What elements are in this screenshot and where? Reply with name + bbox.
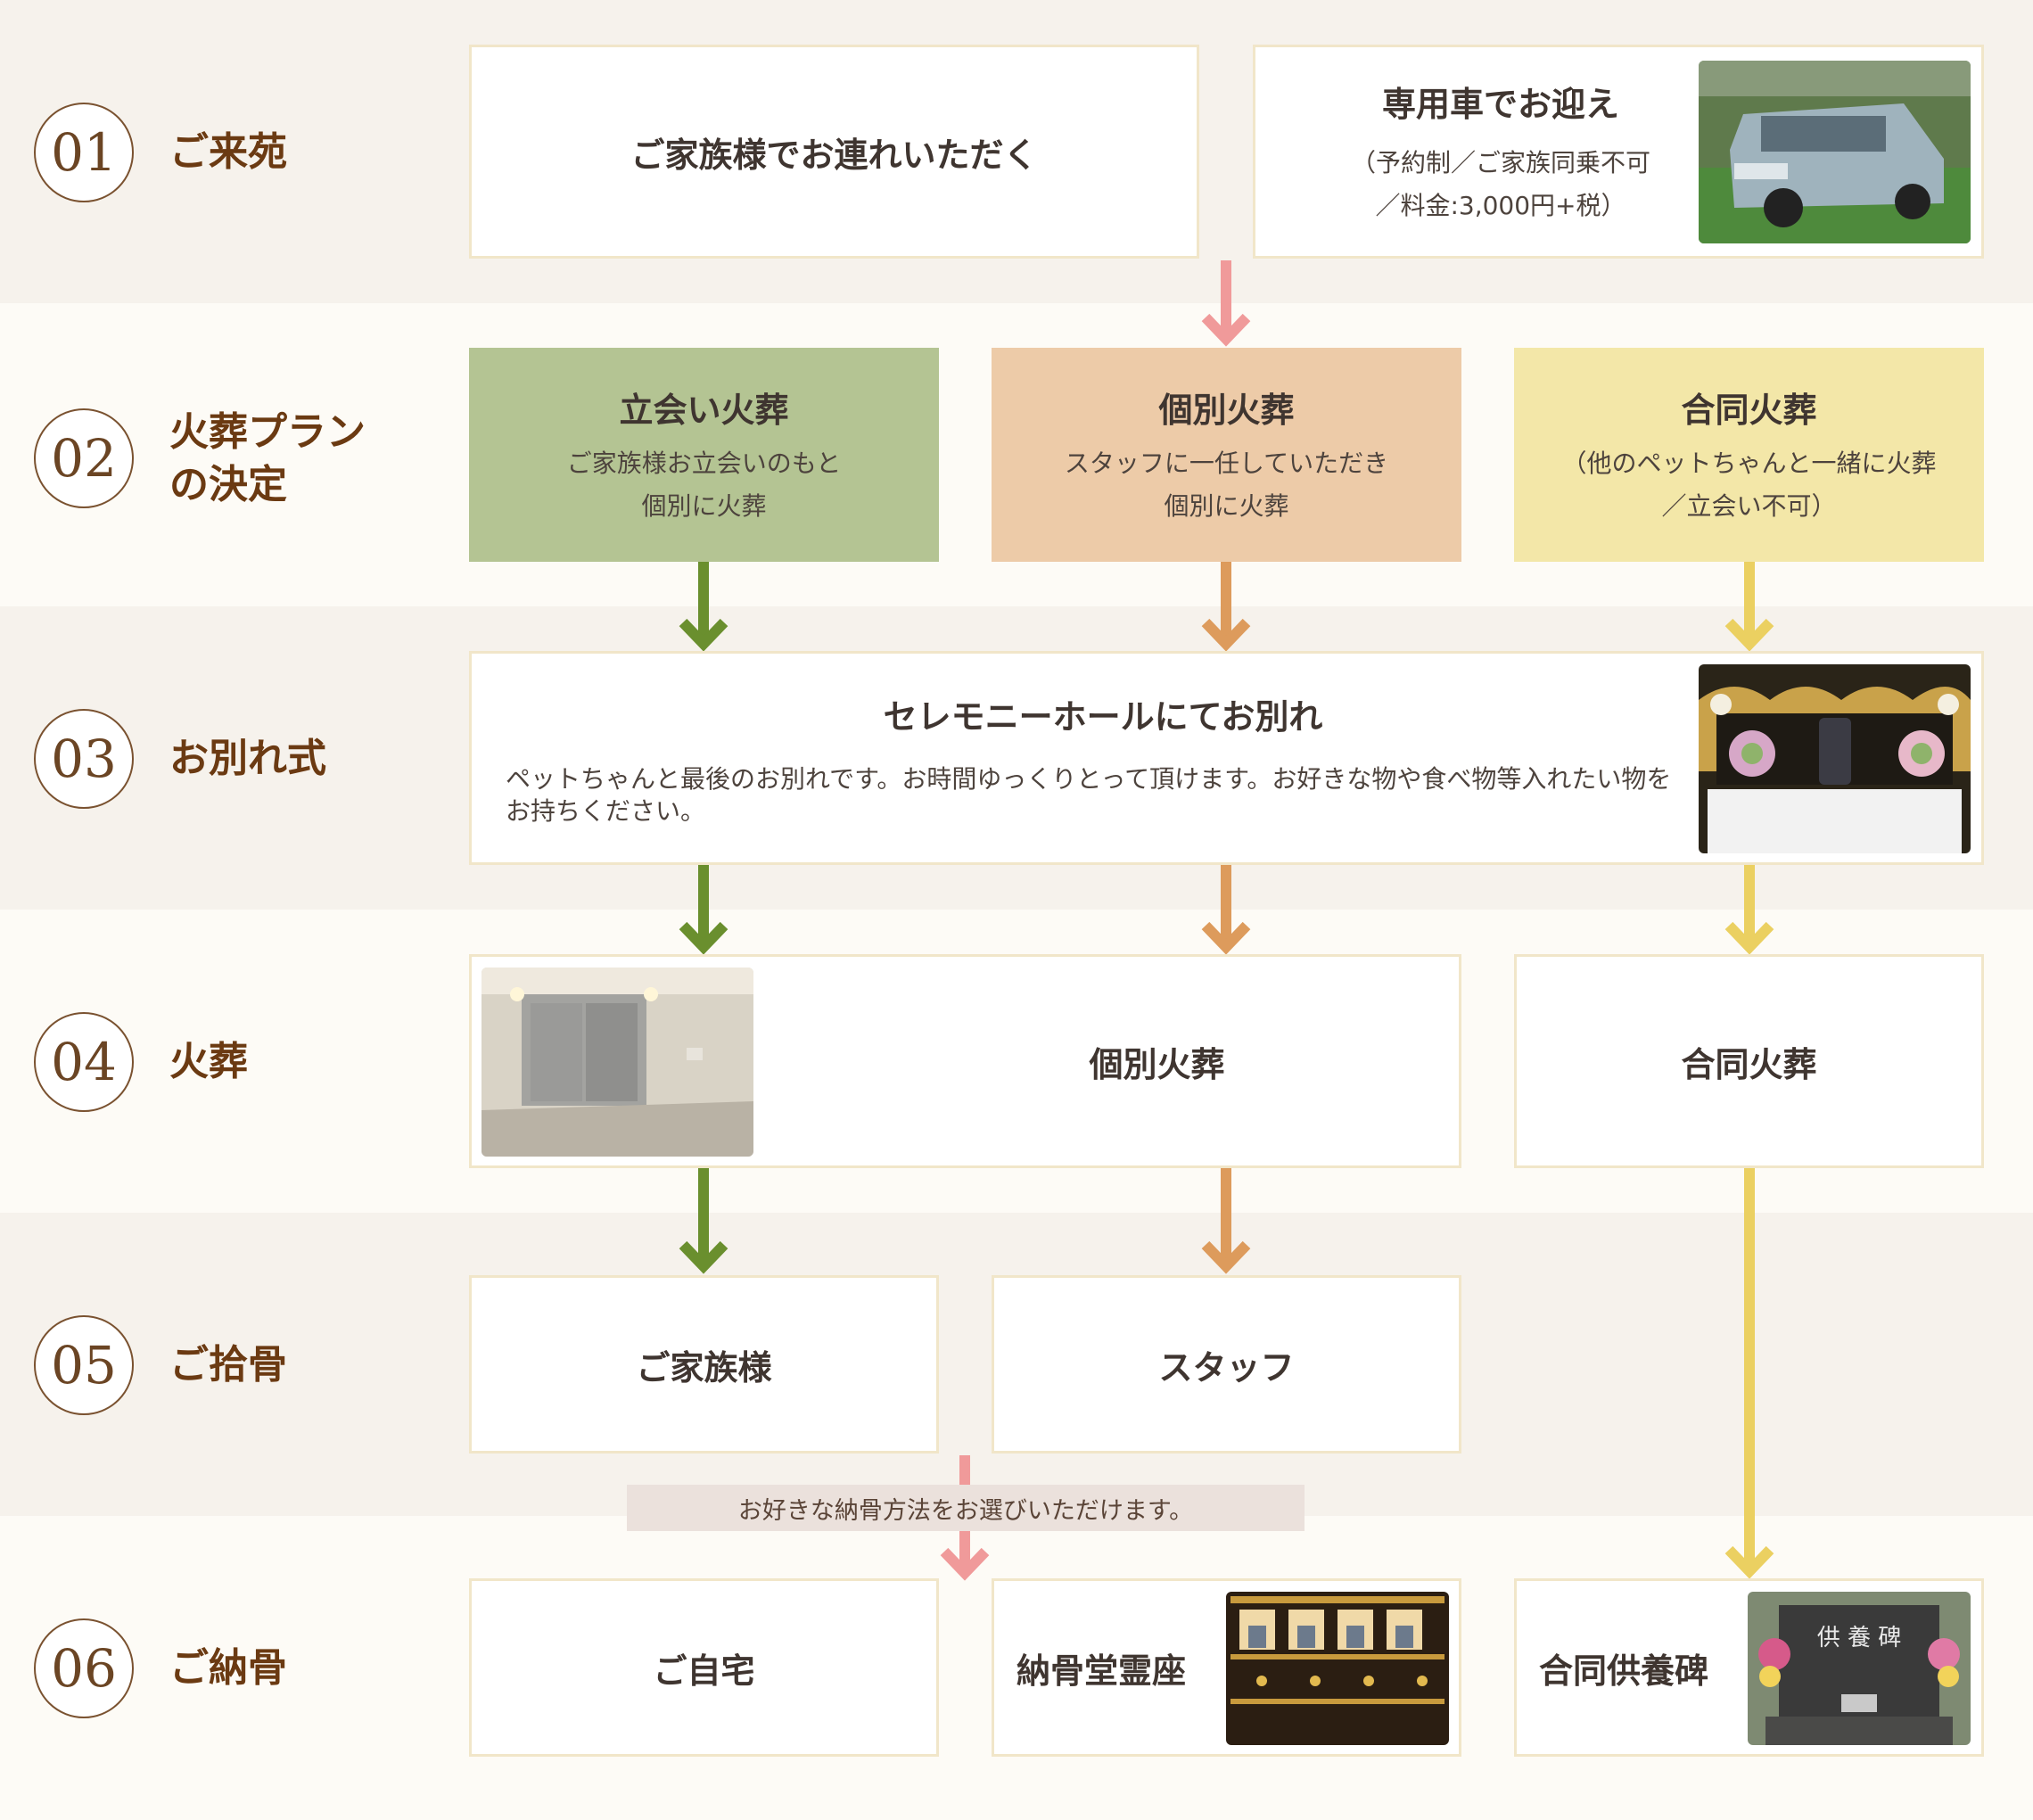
collection-family-text: ご家族様	[636, 1347, 772, 1388]
step-05: 05 ご拾骨	[34, 1315, 287, 1415]
step-03: 03 お別れ式	[34, 709, 326, 809]
arrow-orange	[1201, 562, 1251, 1274]
plan-group-sub: （他のペットちゃんと一緒に火葬 ／立会い不可）	[1561, 448, 1937, 521]
cremation-room-photo	[482, 968, 753, 1157]
plan-attended: 立会い火葬 ご家族様お立会いのもと 個別に火葬	[469, 348, 939, 562]
cremation-group-box: 合同火葬	[1514, 954, 1984, 1168]
ceremony-text: ペットちゃんと最後のお別れです。お時間ゆっくりとって頂けます。お好きな物や食べ物…	[506, 764, 1672, 827]
step-label: 火葬	[169, 1039, 248, 1085]
arrow-yellow	[1724, 562, 1774, 1579]
plan-individual: 個別火葬 スタッフに一任していただき 個別に火葬	[992, 348, 1461, 562]
family-bring-text: ご家族様でお連れいただく	[630, 135, 1038, 175]
family-bring-box: ご家族様でお連れいただく	[469, 45, 1199, 259]
step-number: 05	[34, 1315, 134, 1415]
pickup-title: 専用車でお迎え	[1381, 84, 1619, 124]
arrow-pink-top	[1201, 260, 1251, 347]
memorial-stone-inscription: 供 養 碑	[1817, 1625, 1902, 1651]
interment-note: お好きな納骨方法をお選びいただけます。	[627, 1485, 1305, 1531]
ceremony-hall-photo	[1699, 664, 1971, 853]
step-number: 01	[34, 103, 134, 202]
interment-home-text: ご自宅	[653, 1651, 755, 1691]
plan-group: 合同火葬 （他のペットちゃんと一緒に火葬 ／立会い不可）	[1514, 348, 1984, 562]
step-number: 06	[34, 1618, 134, 1718]
memorial-stone-photo: 供 養 碑	[1748, 1592, 1971, 1745]
plan-group-title: 合同火葬	[1681, 390, 1817, 430]
interment-memorial-text: 合同供養碑	[1539, 1651, 1709, 1691]
interment-ossuary-text: 納骨堂霊座	[1017, 1651, 1187, 1691]
step-number: 04	[34, 1012, 134, 1112]
step-label: ご納骨	[169, 1645, 287, 1692]
interment-home-box: ご自宅	[469, 1578, 939, 1757]
ossuary-photo	[1226, 1592, 1449, 1745]
collection-staff-box: スタッフ	[992, 1275, 1461, 1454]
step-label: 火葬プラン の決定	[169, 409, 366, 508]
collection-family-box: ご家族様	[469, 1275, 939, 1454]
plan-attended-sub: ご家族様お立会いのもと 個別に火葬	[566, 448, 842, 521]
step-number: 03	[34, 709, 134, 809]
collection-staff-text: スタッフ	[1158, 1347, 1295, 1388]
step-06: 06 ご納骨	[34, 1618, 287, 1718]
pickup-sub: （予約制／ご家族同乗不可 ／料金:3,000円+税）	[1350, 147, 1650, 220]
plan-attended-title: 立会い火葬	[619, 390, 789, 430]
step-02: 02 火葬プラン の決定	[34, 406, 366, 512]
step-label: お別れ式	[169, 736, 326, 782]
step-01: 01 ご来苑	[34, 103, 287, 202]
step-04: 04 火葬	[34, 1012, 248, 1112]
step-number: 02	[34, 408, 134, 509]
plan-individual-title: 個別火葬	[1158, 390, 1295, 430]
step-label: ご拾骨	[169, 1342, 287, 1388]
ceremony-text-group: セレモニーホールにてお別れ ペットちゃんと最後のお別れです。お時間ゆっくりとって…	[506, 689, 1700, 828]
cremation-group-text: 合同火葬	[1681, 1044, 1817, 1084]
pickup-text-group: 専用車でお迎え （予約制／ご家族同乗不可 ／料金:3,000円+税）	[1255, 77, 1746, 226]
cremation-individual-text: 個別火葬	[1089, 1044, 1225, 1084]
pickup-car-photo	[1699, 61, 1971, 243]
arrow-green	[679, 562, 728, 1274]
step-label: ご来苑	[169, 129, 287, 176]
plan-individual-sub: スタッフに一任していただき 個別に火葬	[1064, 448, 1389, 521]
ceremony-title: セレモニーホールにてお別れ	[883, 697, 1323, 737]
